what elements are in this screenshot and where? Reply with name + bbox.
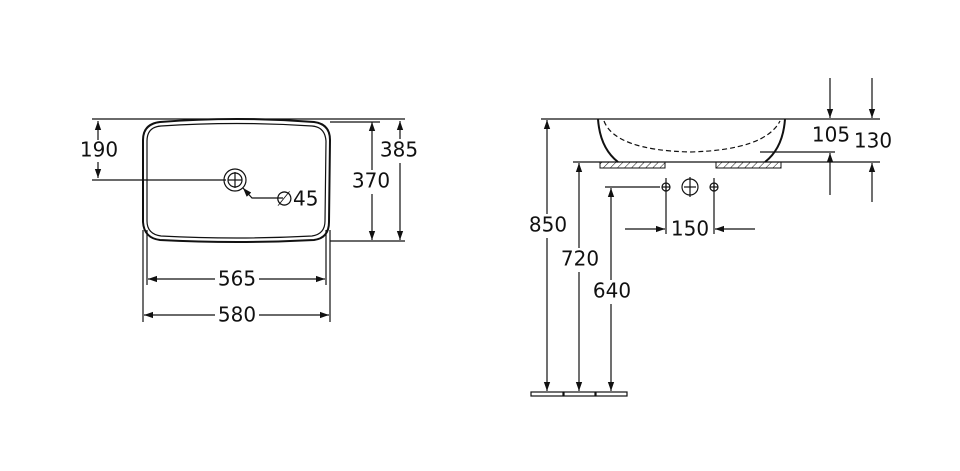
dim-640-label: 640 [593, 279, 631, 303]
dim-370-label: 370 [352, 169, 390, 193]
dim-385-label: 385 [380, 138, 418, 162]
top-view: ∅45 190 370 385 565 580 [78, 118, 422, 328]
dim-105-label: 105 [812, 123, 850, 147]
bowl-right-side [764, 118, 786, 163]
counter-section-right [715, 161, 782, 169]
dim-130-label: 130 [854, 129, 892, 153]
dim-190-label: 190 [80, 138, 118, 162]
bowl-inner-dashed [603, 120, 781, 153]
floor-segment [563, 391, 596, 397]
floor-segment [530, 391, 564, 397]
dim-850-label: 850 [529, 213, 567, 237]
basin-inner-outline [146, 122, 327, 239]
dim-580-label: 580 [218, 303, 256, 327]
floor-segment [595, 391, 628, 397]
drain-diameter-label: ∅45 [276, 187, 319, 211]
bowl-left-side [597, 118, 619, 163]
counter-section-left [599, 161, 666, 169]
dim-150-label: 150 [671, 217, 709, 241]
dim-720-label: 720 [561, 247, 599, 271]
drain-icon [223, 168, 247, 192]
drain-hole-icon [681, 177, 699, 197]
side-view: 150 105 130 850 720 640 [527, 78, 892, 397]
drain-leader [242, 187, 283, 199]
basin-outer-outline [142, 118, 332, 243]
dim-565-label: 565 [218, 267, 256, 291]
